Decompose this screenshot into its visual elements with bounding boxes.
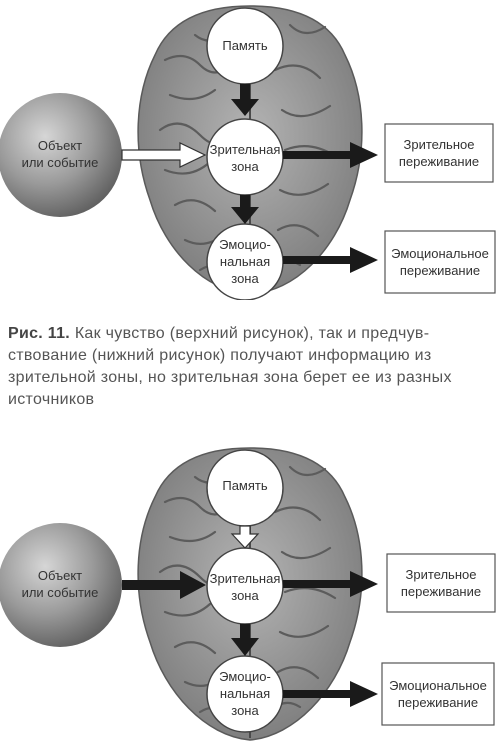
visual-to-emotional-arrow xyxy=(231,624,259,656)
visual-experience-label: Зрительное переживание xyxy=(400,567,482,599)
emotional-experience-label: Эмоциональное переживание xyxy=(389,678,487,710)
visual-to-experience-arrow xyxy=(283,571,378,597)
figure-number: Рис. 11. xyxy=(8,325,71,342)
memory-to-visual-arrow xyxy=(231,84,259,116)
emotional-zone-label: Эмоцио- нальная зона xyxy=(219,669,271,718)
memory-to-visual-arrow xyxy=(230,525,260,549)
top-diagram: Память Объект или событие Зрительная зон… xyxy=(0,0,500,300)
emotional-to-experience-arrow xyxy=(283,681,378,707)
caption-text: Как чувство (верхний рисунок), так и пре… xyxy=(8,325,452,408)
figure-caption: Рис. 11. Как чувство (верхний рисунок), … xyxy=(8,323,492,411)
visual-to-emotional-arrow xyxy=(231,195,259,224)
object-label: Объект или событие xyxy=(21,568,99,600)
object-label: Объект или событие xyxy=(21,138,99,170)
visual-zone-label: Зрительная зона xyxy=(209,142,281,174)
bottom-diagram-graphics xyxy=(0,447,496,741)
visual-zone-label: Зрительная зона xyxy=(209,571,281,603)
visual-experience-label: Зрительное переживание xyxy=(398,137,480,169)
emotional-experience-box xyxy=(384,230,496,294)
bottom-diagram: Память Объект или событие Зрительная зон… xyxy=(0,440,500,741)
emotional-experience-box xyxy=(381,662,495,726)
object-to-visual-arrow xyxy=(122,571,206,599)
top-diagram-graphics xyxy=(0,5,496,300)
emotional-zone-label: Эмоцио- нальная зона xyxy=(219,237,271,286)
visual-to-experience-arrow xyxy=(283,142,378,168)
object-to-visual-arrow xyxy=(121,142,207,168)
memory-label: Память xyxy=(222,38,268,53)
object-sphere xyxy=(0,523,122,647)
object-sphere xyxy=(0,93,122,217)
memory-label: Память xyxy=(222,478,268,493)
emotional-experience-label: Эмоциональное переживание xyxy=(391,246,489,278)
visual-experience-box xyxy=(384,123,494,183)
emotional-to-experience-arrow xyxy=(283,247,378,273)
visual-experience-box xyxy=(386,553,496,613)
